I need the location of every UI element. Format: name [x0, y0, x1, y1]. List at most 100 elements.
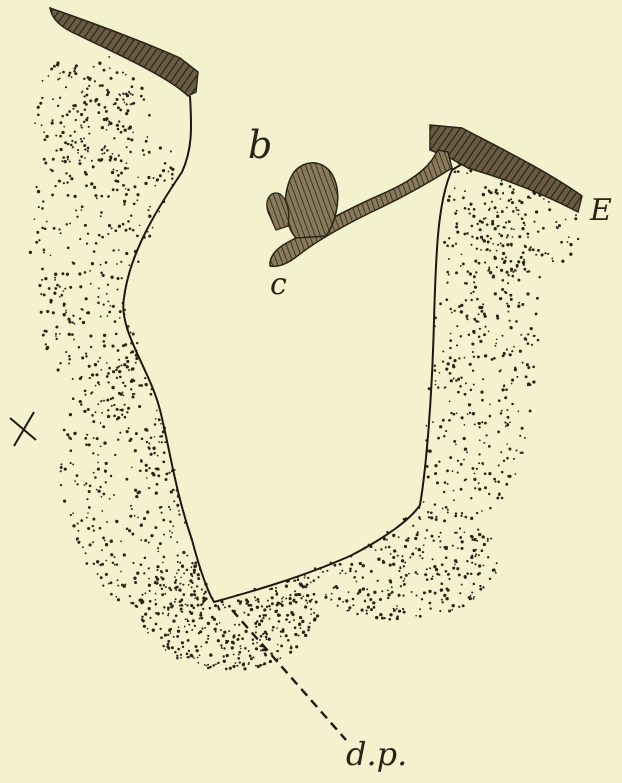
stipple-dot [199, 655, 201, 657]
stipple-dot [70, 144, 73, 147]
stipple-dot [107, 233, 109, 235]
stipple-dot [521, 303, 524, 306]
stipple-dot [82, 546, 84, 548]
stipple-dot [476, 468, 478, 470]
stipple-dot [537, 230, 539, 232]
stipple-dot [113, 404, 115, 406]
stipple-dot [88, 133, 90, 135]
stipple-dot [470, 299, 472, 301]
stipple-dot [294, 626, 297, 629]
stipple-dot [44, 330, 47, 333]
stipple-dot [87, 527, 90, 530]
stipple-dot [488, 268, 490, 270]
stipple-dot [236, 665, 238, 667]
stipple-dot [95, 373, 98, 376]
stipple-dot [503, 385, 505, 387]
stipple-dot [389, 613, 392, 616]
stipple-dot [264, 654, 267, 657]
stipple-dot [136, 606, 138, 608]
stipple-dot [228, 630, 230, 632]
stipple-dot [453, 359, 456, 362]
stipple-dot [172, 489, 175, 492]
stipple-dot [110, 305, 112, 307]
stipple-dot [257, 598, 260, 601]
stipple-dot [52, 311, 55, 314]
stipple-dot [155, 576, 158, 579]
stipple-dot [212, 664, 215, 667]
stipple-dot [466, 572, 469, 575]
stipple-dot [182, 646, 184, 648]
stipple-dot [487, 538, 489, 540]
stipple-dot [390, 553, 392, 555]
stipple-dot [155, 468, 157, 470]
stipple-dot [515, 320, 518, 323]
stipple-dot [445, 430, 447, 432]
stipple-dot [114, 564, 116, 566]
stipple-dot [122, 98, 124, 100]
stipple-dot [42, 200, 44, 202]
stipple-dot [313, 579, 316, 582]
stipple-dot [324, 596, 327, 599]
stipple-dot [259, 615, 262, 618]
stipple-dot [488, 493, 490, 495]
stipple-dot [143, 625, 146, 628]
stipple-dot [159, 146, 162, 149]
epithelium-left [50, 8, 198, 96]
stipple-dot [116, 563, 118, 565]
stipple-dot [496, 317, 499, 320]
stipple-dot [499, 370, 501, 372]
stipple-dot [45, 135, 48, 138]
stipple-dot [520, 452, 522, 454]
stipple-dot [478, 572, 481, 575]
stipple-dot [495, 342, 497, 344]
stipple-dot [92, 420, 95, 423]
stipple-dot [263, 608, 266, 611]
stipple-dot [84, 297, 87, 300]
stipple-dot [193, 590, 196, 593]
stipple-dot [482, 464, 484, 466]
stipple-dot [101, 148, 104, 151]
stipple-dot [481, 399, 484, 402]
stipple-dot [34, 122, 36, 124]
stipple-dot [156, 178, 159, 181]
stipple-dot [137, 260, 139, 262]
stipple-dot [72, 463, 74, 465]
stipple-dot [489, 507, 492, 510]
stipple-dot [155, 603, 158, 606]
stipple-dot [501, 258, 503, 260]
stipple-dot [107, 409, 109, 411]
stipple-dot [225, 640, 227, 642]
stipple-dot [99, 357, 101, 359]
stipple-dot [59, 180, 61, 182]
stipple-dot [438, 536, 440, 538]
stipple-dot [416, 533, 419, 536]
stipple-dot [204, 627, 206, 629]
stipple-dot [248, 662, 250, 664]
stipple-dot [269, 608, 271, 610]
stipple-dot [399, 567, 401, 569]
stipple-dot [307, 602, 309, 604]
stipple-dot [163, 584, 165, 586]
stipple-dot [454, 563, 456, 565]
stipple-dot [278, 602, 281, 605]
stipple-dot [223, 647, 225, 649]
stipple-dot [256, 606, 259, 609]
stipple-dot [271, 596, 274, 599]
stipple-dot [175, 579, 177, 581]
stipple-dot [143, 517, 146, 520]
stipple-dot [68, 74, 71, 77]
stipple-dot [430, 516, 433, 519]
stipple-dot [156, 569, 158, 571]
stipple-dot [171, 532, 173, 534]
stipple-dot [165, 649, 167, 651]
stipple-dot [132, 562, 134, 564]
stipple-dot [181, 604, 183, 606]
stipple-dot [467, 270, 470, 273]
stipple-dot [62, 71, 65, 74]
stipple-dot [117, 174, 120, 177]
stipple-dot [477, 223, 479, 225]
stipple-dot [102, 425, 105, 428]
stipple-dot [507, 234, 509, 236]
stipple-dot [455, 444, 457, 446]
stipple-dot [287, 639, 290, 642]
